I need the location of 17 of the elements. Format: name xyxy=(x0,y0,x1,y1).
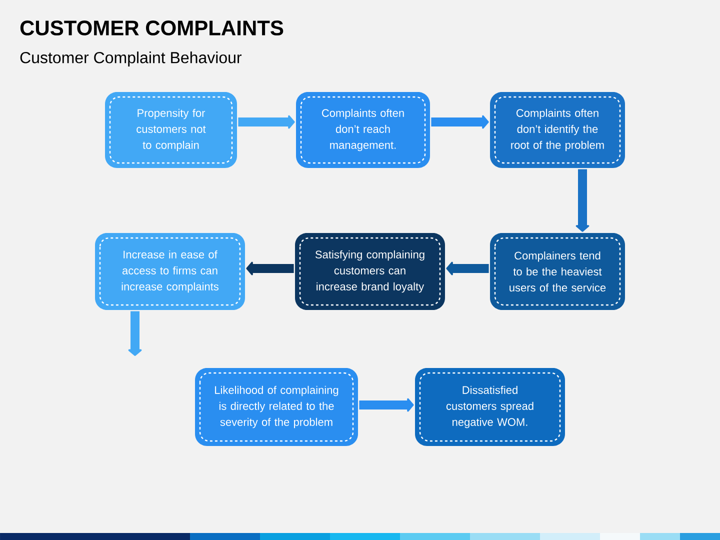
text-box: Complaints often don’t identify the root of the problem xyxy=(490,92,625,168)
pointing-hand-arrow xyxy=(446,262,489,276)
text-box: Satisfying complaining customers can increase brand loyalty xyxy=(295,233,445,310)
pointing-hand-arrow xyxy=(576,169,590,232)
text-box: Likelihood of complaining is directly related to the severity of the problem xyxy=(195,368,358,446)
text-box: Complainers tend to be the heaviest users of the service xyxy=(490,233,625,310)
title: CUSTOMER COMPLAINTS xyxy=(20,20,284,36)
text-box: Propensity for customers not to complain xyxy=(105,92,237,168)
text-box: Dissatisfied customers spread negative WOM. xyxy=(415,368,565,446)
pointing-hand-arrow xyxy=(359,398,414,412)
pointing-hand-arrow xyxy=(246,262,294,276)
pointing-hand-arrow xyxy=(128,311,142,356)
pointing-hand-arrow xyxy=(431,115,489,129)
text-box: Increase in ease of access to firms can increase complaints xyxy=(95,233,245,310)
subtitle: Customer Complaint Behaviour xyxy=(20,52,242,66)
pointing-hand-arrow xyxy=(238,115,295,129)
text-box: Complaints often don’t reach management. xyxy=(296,92,430,168)
